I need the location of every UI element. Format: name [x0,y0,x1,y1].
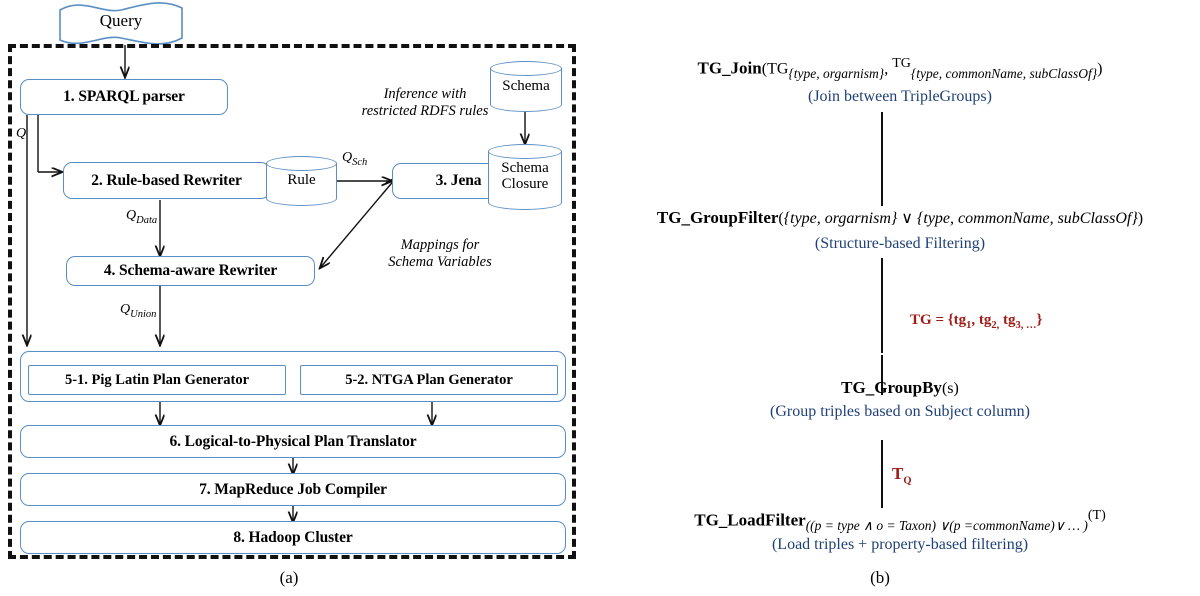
edge-label-qsch-sub: Sch [352,156,368,168]
box-pig-latin-plan-generator-label: 5-1. Pig Latin Plan Generator [64,371,250,388]
flow-label-tg-set-sub2: 2, [991,320,1000,331]
box-sparql-parser-label: 1. SPARQL parser [63,88,185,105]
store-schema-closure-label-line1: Schema [501,160,549,177]
flow-label-tg-set-rest: = {tg [931,312,967,328]
flow-label-tg-set-sub1: 1 [966,320,972,331]
operator-tg-groupby-arg0: (s) [941,380,959,397]
box-jena-label: 3. Jena [435,172,482,189]
store-rule: Rule [266,156,337,206]
operator-tg-groupfilter-arg0: ( [778,210,784,227]
flow-label-tg-set-mid: , tg [971,312,992,328]
operator-tg-groupfilter-name: TG_GroupFilter [656,208,779,227]
caption-panel-b: (b) [870,568,890,587]
flow-label-tg-set: TG = {tg1, tg2, tg3, …} [910,312,1042,331]
query-ribbon-icon [59,2,183,45]
box-plan-translator-label: 6. Logical-to-Physical Plan Translator [169,432,417,450]
box-pig-latin-plan-generator[interactable]: 5-1. Pig Latin Plan Generator [28,365,286,395]
store-schema-closure-label-line2: Closure [501,176,549,192]
system-boundary [8,44,576,559]
edge-label-q: Q [16,126,26,142]
edge-label-qdata: QData [126,208,157,226]
annotation-mappings: Mappings for Schema Variables [360,237,520,271]
operator-tg-join-description: (Join between TripleGroups) [808,88,992,105]
box-ntga-plan-generator-label: 5-2. NTGA Plan Generator [345,371,513,388]
store-schema: Schema [490,61,562,112]
flow-label-tg-set-tail: } [1036,312,1043,328]
query-input-banner: Query [56,2,186,47]
flow-label-tg-set-base: TG [910,312,932,328]
operator-tg-groupfilter-arg4: ) [1137,210,1144,227]
flow-label-tq-base: T [892,464,904,483]
box-hadoop-cluster[interactable]: 8. Hadoop Cluster [20,521,566,554]
operator-tg-join-arg0: (TG [761,60,789,78]
box-mapreduce-compiler-label: 7. MapReduce Job Compiler [199,480,387,498]
flow-line-4 [881,440,883,508]
store-schema-closure: Schema Closure [488,144,562,210]
edge-label-qunion-base: Q [120,302,131,317]
store-schema-label: Schema [502,77,550,94]
operator-tg-join-arg3: TG [892,56,911,71]
query-label: Query [99,11,143,30]
operator-tg-loadfilter-description: (Load triples + property-based filtering… [771,536,1029,553]
box-sparql-parser[interactable]: 1. SPARQL parser [20,79,228,115]
flow-line-3 [881,355,883,395]
operator-tg-loadfilter-arg1: (T) [1087,508,1106,523]
flow-label-tg-set-sub3: 3, … [1015,320,1037,331]
operator-tg-groupby-name: TG_GroupBy [841,378,942,397]
operator-tg-groupby-description: (Group triples based on Subject column) [770,403,1030,420]
operator-tg-join-arg2: , [884,60,893,78]
operator-tg-groupby[interactable]: TG_GroupBy(s) [600,378,1200,398]
operator-tg-join-arg1: {type, orgarnism} [788,66,885,82]
edge-label-qdata-sub: Data [136,214,158,226]
panel-b-operator-pipeline: TG_Join(TG{type, orgarnism}, TG{type, co… [600,0,1200,596]
edge-label-qdata-base: Q [126,208,137,223]
operator-tg-loadfilter-arg0: ((p = type ∧ o = Taxon) ∨(p =commonName)… [805,518,1088,534]
annotation-inference: Inference with restricted RDFS rules [345,86,505,120]
operator-tg-groupfilter-arg1: {type, orgarnism} [783,210,898,227]
annotation-inference-line2: restricted RDFS rules [361,103,489,120]
operator-tg-groupfilter-arg2: ∨ [897,210,917,227]
box-rule-based-rewriter[interactable]: 2. Rule-based Rewriter [63,162,270,199]
box-hadoop-cluster-label: 8. Hadoop Cluster [233,528,353,546]
operator-tg-groupfilter[interactable]: TG_GroupFilter({type, orgarnism} ∨ {type… [600,208,1200,228]
operator-tg-join-arg5: ) [1097,60,1103,78]
box-plan-translator[interactable]: 6. Logical-to-Physical Plan Translator [20,425,566,458]
annotation-mappings-line2: Schema Variables [388,254,492,271]
edge-label-qsch-base: Q [342,150,353,165]
operator-tg-loadfilter-name: TG_LoadFilter [694,510,806,530]
annotation-inference-line1: Inference with [383,86,467,102]
operator-tg-groupfilter-arg3: {type, commonName, subClassOf} [916,210,1138,227]
flow-label-tq: TQ [892,464,912,486]
operator-tg-groupfilter-description: (Structure-based Filtering) [814,235,986,252]
operator-tg-join[interactable]: TG_Join(TG{type, orgarnism}, TG{type, co… [600,56,1200,82]
panel-a-connectors [0,45,600,596]
flow-line-2 [881,258,883,353]
panel-a-architecture: Query [0,2,600,596]
box-schema-aware-rewriter[interactable]: 4. Schema-aware Rewriter [66,256,315,286]
caption-panel-a: (a) [279,568,299,587]
box-rule-based-rewriter-label: 2. Rule-based Rewriter [91,171,242,189]
edge-label-qunion: QUnion [120,302,156,320]
box-schema-aware-rewriter-label: 4. Schema-aware Rewriter [103,262,278,279]
flow-label-tg-set-mid2: tg [999,312,1016,328]
edge-label-qsch: QSch [342,150,367,168]
store-rule-label: Rule [287,172,316,189]
edge-label-qunion-sub: Union [130,308,157,320]
operator-tg-loadfilter[interactable]: TG_LoadFilter((p = type ∧ o = Taxon) ∨(p… [600,508,1200,534]
flow-line-1 [881,112,883,206]
edge-label-q-text: Q [16,126,27,141]
annotation-mappings-line1: Mappings for [400,237,480,253]
flow-label-tq-sub: Q [903,475,912,487]
operator-tg-join-arg4: {type, commonName, subClassOf} [910,66,1098,82]
operator-tg-join-name: TG_Join [697,58,762,78]
box-mapreduce-compiler[interactable]: 7. MapReduce Job Compiler [20,473,566,506]
box-ntga-plan-generator[interactable]: 5-2. NTGA Plan Generator [300,365,558,395]
